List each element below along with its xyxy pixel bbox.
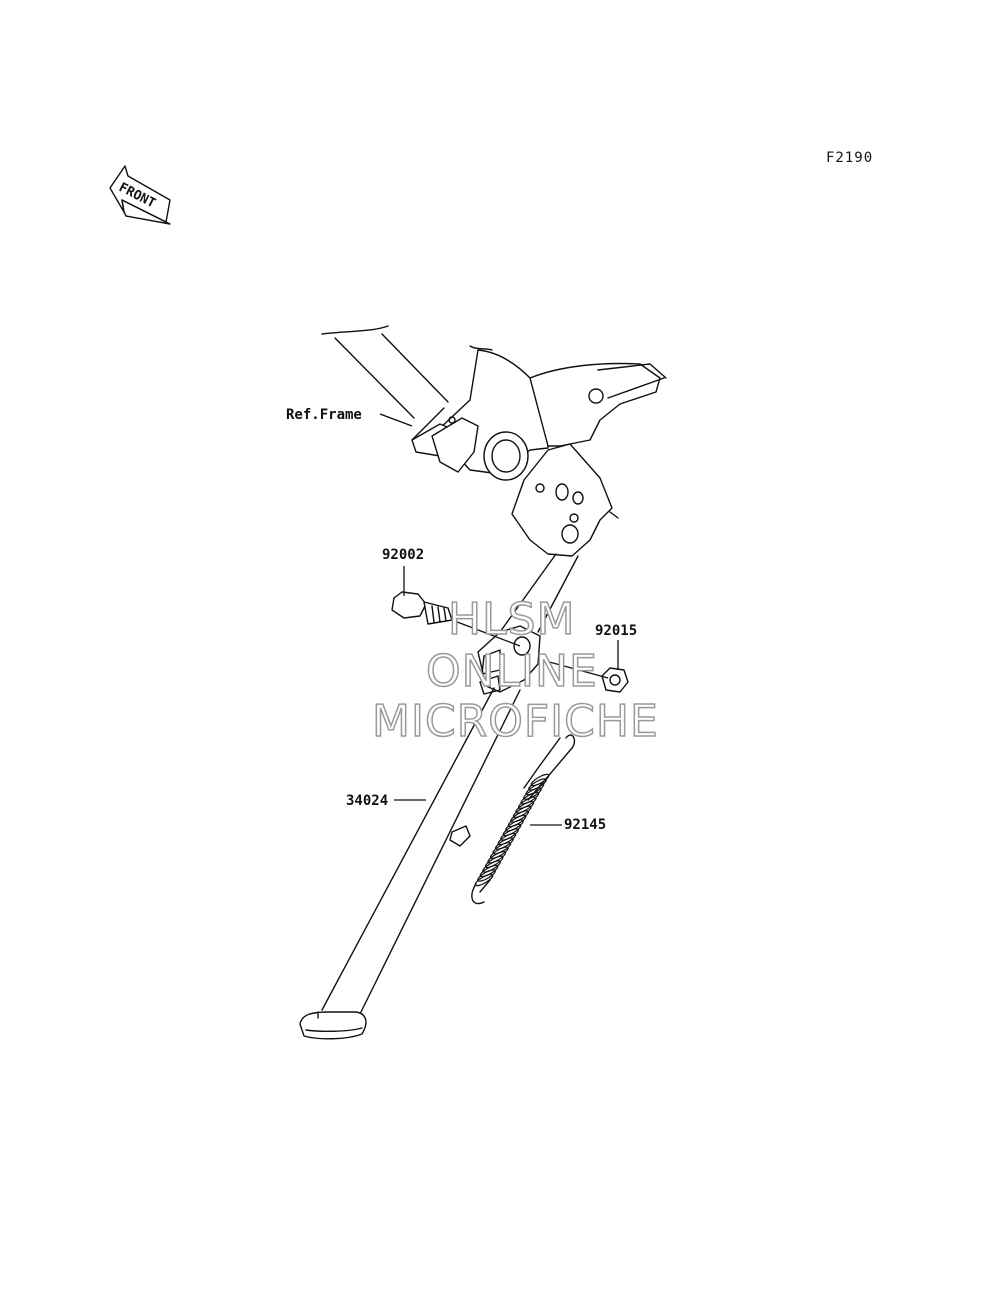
mounting-plate: [511, 443, 619, 557]
side-stand: [299, 553, 579, 1040]
part-number-92015[interactable]: 92015: [595, 623, 638, 639]
ref-frame-label: Ref.Frame: [286, 407, 362, 423]
watermark-line-2: ONLINE: [425, 646, 598, 697]
return-spring: [471, 734, 576, 905]
leader-lines: [379, 413, 619, 826]
bolt: [391, 591, 453, 625]
part-number-92002[interactable]: 92002: [382, 547, 425, 563]
frame-tube: [321, 325, 493, 419]
spring-coil: [474, 873, 494, 887]
watermark-line-1: HLSM: [447, 594, 576, 645]
part-number-34024[interactable]: 34024: [346, 793, 389, 809]
front-arrow-icon: FRONT: [109, 165, 171, 225]
nut: [601, 667, 629, 693]
figure-code: F2190: [826, 150, 874, 166]
watermark-line-3: MICROFICHE: [371, 696, 659, 747]
part-number-92145[interactable]: 92145: [564, 817, 607, 833]
frame-bracket: [411, 349, 667, 481]
